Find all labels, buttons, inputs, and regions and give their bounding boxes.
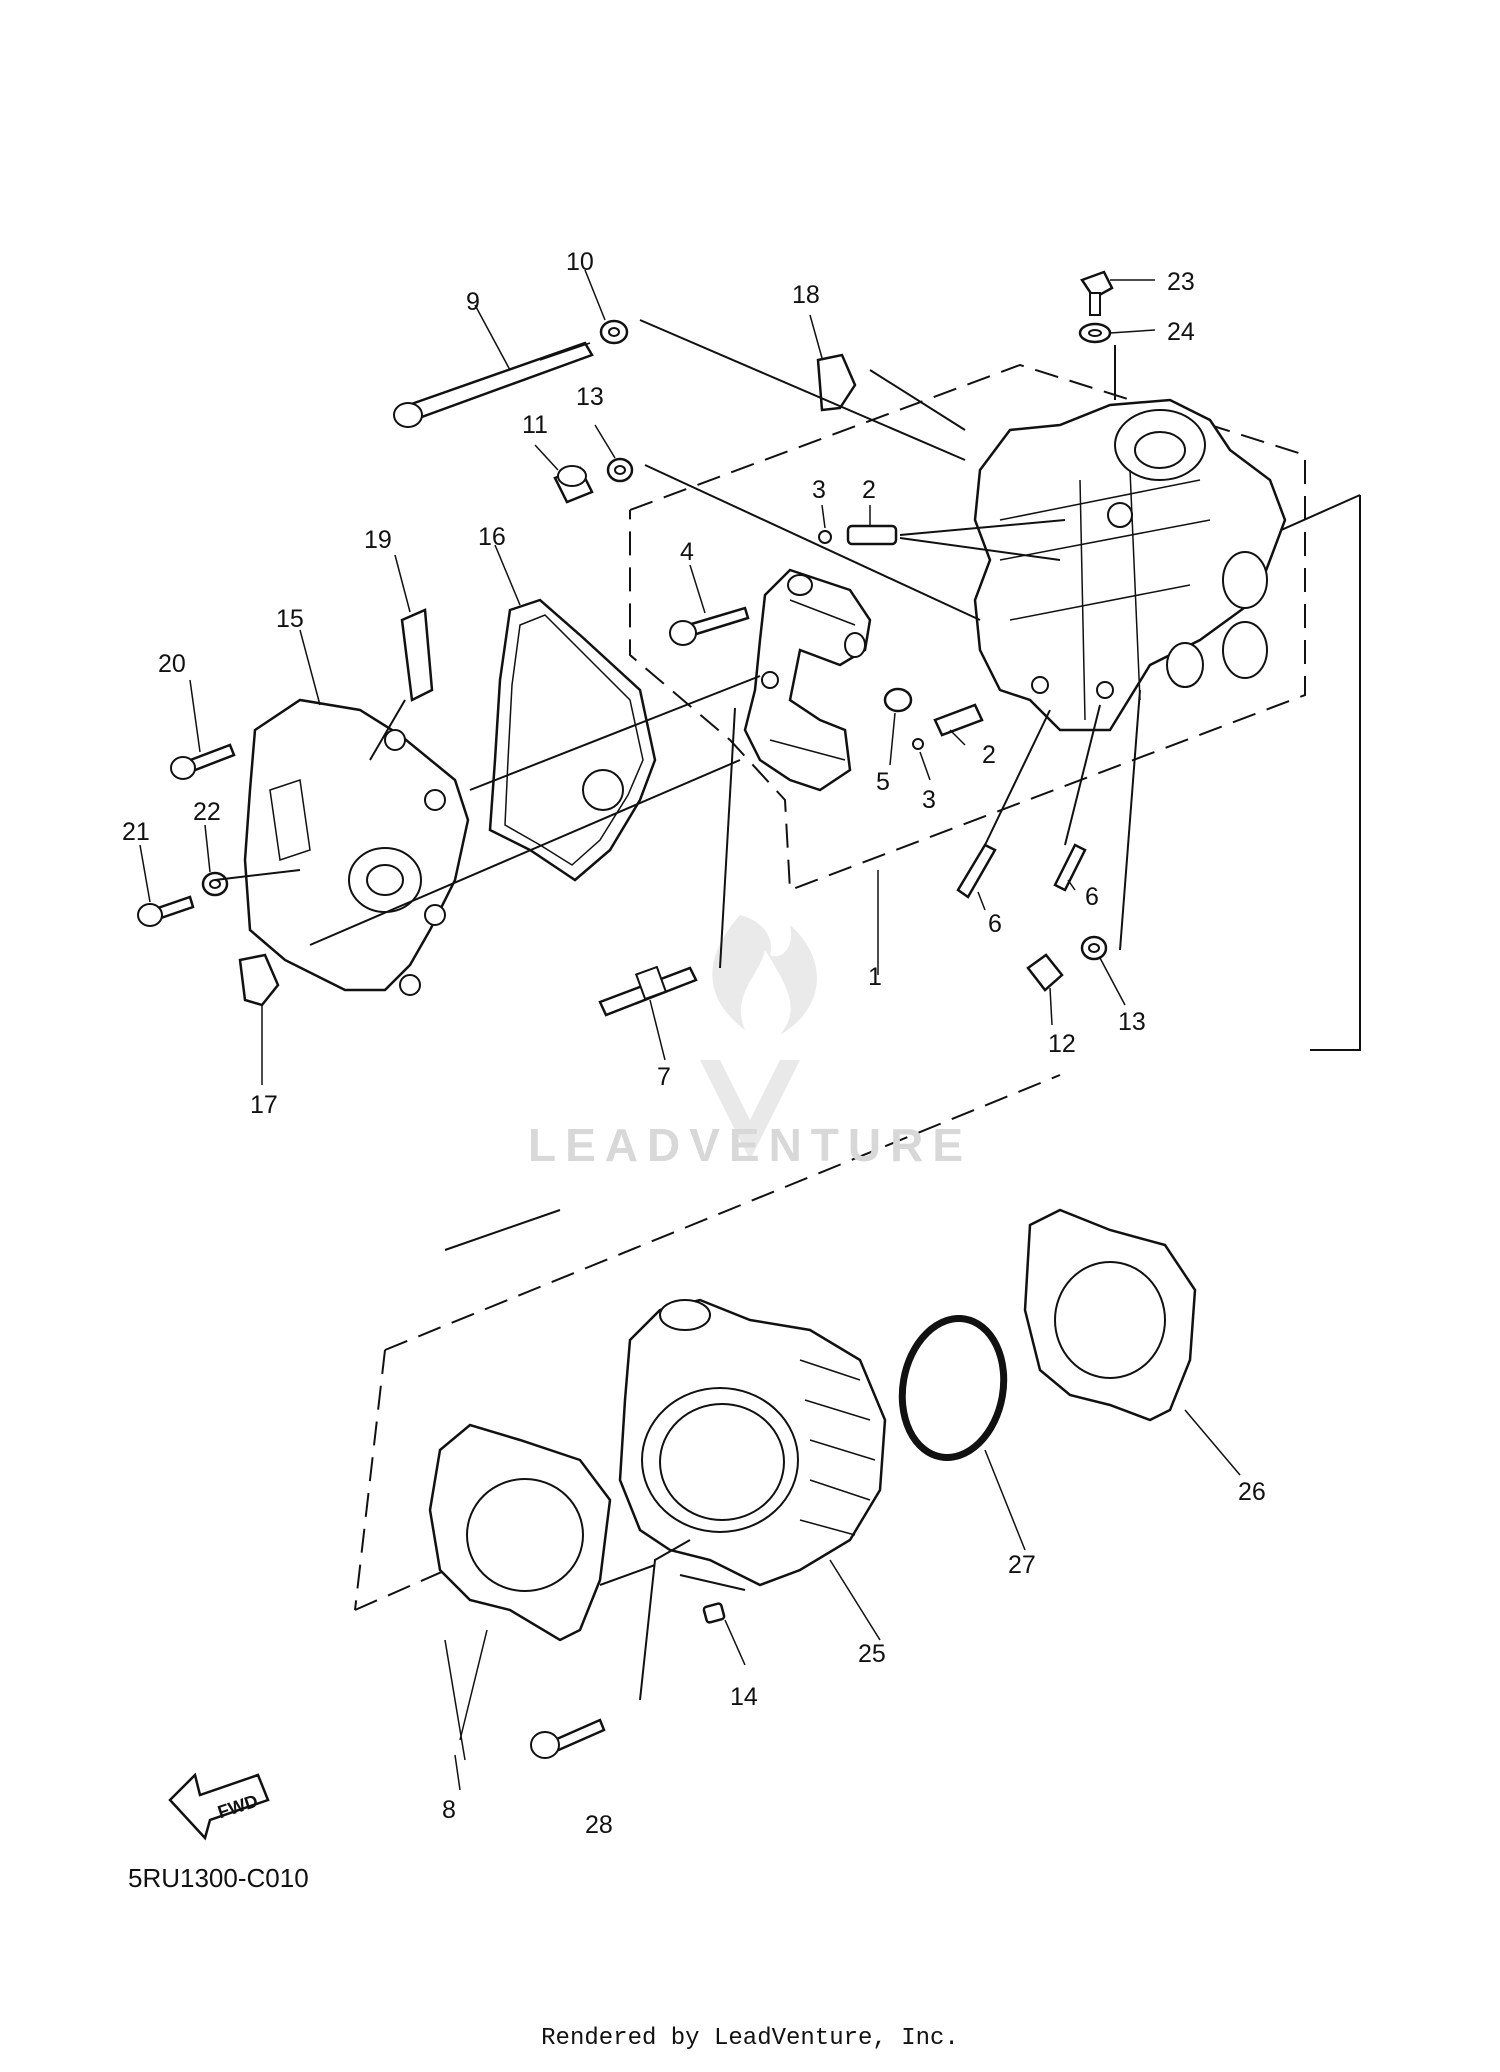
callout-24: 24: [1167, 318, 1195, 346]
head-cover-15: [243, 698, 470, 996]
plug-5: [883, 687, 913, 713]
callout-16: 16: [478, 523, 506, 551]
callout-6b: 6: [1085, 883, 1099, 911]
callout-5: 5: [876, 768, 890, 796]
callout-11: 11: [522, 411, 548, 439]
callout-21: 21: [122, 818, 150, 846]
callout-13b: 13: [1118, 1008, 1146, 1036]
base-gasket-8: [428, 1423, 612, 1642]
plate-19: [400, 608, 434, 702]
callout-2b: 2: [982, 741, 996, 769]
bolt-28: [530, 1718, 606, 1759]
stud-6-right: [1053, 843, 1087, 892]
callout-23: 23: [1167, 268, 1195, 296]
valve-lifter-2-lower: [912, 703, 984, 750]
callout-8: 8: [442, 1796, 456, 1824]
cylinder-head: [973, 398, 1287, 732]
callout-labels: 1 2 2 3 3 4 5 6 6 7 8 9 10 11 12 13 13 1…: [122, 248, 1266, 1839]
callout-12: 12: [1048, 1030, 1076, 1058]
rocker-arm-assembly: [743, 568, 872, 792]
valve-lifter-2-upper: [818, 524, 898, 546]
callout-27: 27: [1008, 1551, 1036, 1579]
collar-11: [553, 465, 594, 504]
diagram-code: 5RU1300-C010: [128, 1863, 309, 1893]
bolt-20: [170, 743, 236, 780]
o-ring-27: [898, 1315, 1008, 1461]
callout-13a: 13: [576, 383, 604, 411]
render-credit: Rendered by LeadVenture, Inc.: [541, 2025, 959, 2052]
plug-cap-18: [816, 353, 857, 412]
callout-25: 25: [858, 1640, 886, 1668]
callout-18: 18: [792, 281, 820, 309]
callout-1: 1: [868, 963, 882, 991]
leader-lines: [139, 269, 1241, 1791]
clip-17: [238, 953, 280, 1007]
head-gasket-26: [1023, 1208, 1197, 1422]
bolt-23: [1080, 270, 1114, 316]
forward-direction-arrow: FWD: [168, 1772, 270, 1841]
callout-19: 19: [364, 526, 392, 554]
callout-14: 14: [730, 1683, 758, 1711]
washer-13-lower: [1080, 935, 1108, 961]
washer-24: [1078, 322, 1112, 344]
callout-9: 9: [466, 288, 480, 316]
bolt-9: [393, 341, 594, 428]
cylinder-25: [618, 1298, 887, 1587]
bolt-4: [669, 606, 750, 646]
dowel-14: [702, 1602, 726, 1624]
callout-3b: 3: [922, 786, 936, 814]
watermark-logo: [700, 915, 817, 1160]
callout-15: 15: [276, 605, 304, 633]
watermark-text: LEADVENTURE: [527, 1119, 973, 1171]
callout-6a: 6: [988, 910, 1002, 938]
callout-17: 17: [250, 1091, 278, 1119]
callout-28: 28: [585, 1811, 613, 1839]
cover-gasket-16: [488, 598, 657, 882]
callout-7: 7: [657, 1063, 671, 1091]
callout-10: 10: [566, 248, 594, 276]
callout-3a: 3: [812, 476, 826, 504]
plug-12: [1026, 953, 1064, 992]
callout-4: 4: [680, 538, 694, 566]
callout-22: 22: [193, 798, 221, 826]
spark-plug-7: [598, 965, 698, 1017]
callout-26: 26: [1238, 1478, 1266, 1506]
callout-2a: 2: [862, 476, 876, 504]
callout-20: 20: [158, 650, 186, 678]
washer-22: [201, 871, 229, 897]
washer-13-upper: [606, 457, 634, 483]
bolt-21: [137, 895, 195, 927]
washer-10: [599, 319, 629, 345]
stud-6-left: [956, 843, 997, 899]
